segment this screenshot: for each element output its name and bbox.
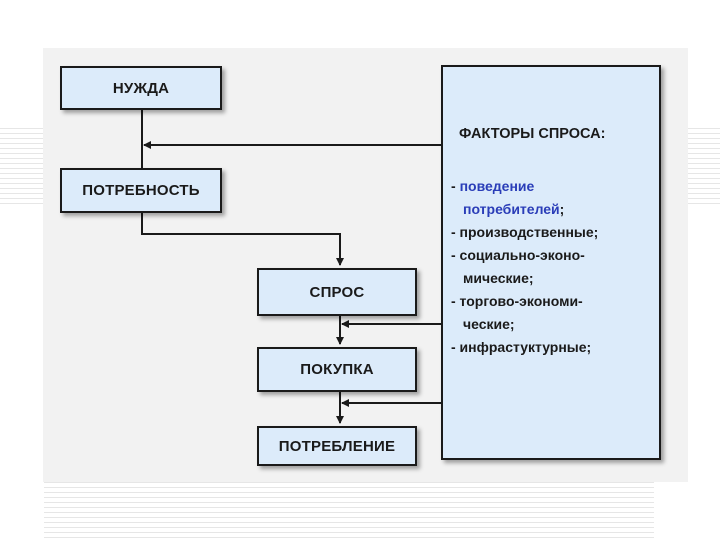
factor-item: - инфрастуктурные; <box>451 339 592 355</box>
factors-list: - поведение потребителей; - производстве… <box>451 175 598 359</box>
factors-title: ФАКТОРЫ СПРОСА: <box>459 126 606 142</box>
factor-highlight: поведение <box>459 178 535 194</box>
edge-want-demand <box>141 213 344 266</box>
node-demand-label: СПРОС <box>309 283 365 301</box>
factor-item-continuation: ческие; <box>463 316 515 332</box>
factor-prefix: - <box>451 178 460 194</box>
factor-suffix: ; <box>559 201 565 217</box>
node-purchase: ПОКУПКА <box>257 347 417 392</box>
factor-item-continuation: потребителей; <box>451 198 598 221</box>
factor-item-continuation: мические; <box>463 270 534 286</box>
node-purchase-label: ПОКУПКА <box>300 361 374 378</box>
factor-item: - поведение <box>451 175 598 198</box>
background-stripes <box>44 482 654 540</box>
factor-highlight: потребителей <box>463 201 560 217</box>
node-want: ПОТРЕБНОСТЬ <box>60 168 222 213</box>
factor-item: - социально-эконо- <box>451 247 585 263</box>
node-want-label: ПОТРЕБНОСТЬ <box>82 182 200 199</box>
factor-item: - торгово-экономи- <box>451 293 583 309</box>
node-demand-factors: ФАКТОРЫ СПРОСА: - поведение потребителей… <box>441 65 661 460</box>
factor-item: - производственные; <box>451 224 599 240</box>
background-stripes <box>0 128 44 208</box>
node-need-label: НУЖДА <box>112 79 170 97</box>
background-stripes <box>688 128 720 208</box>
node-consumption: ПОТРЕБЛЕНИЕ <box>257 426 417 466</box>
node-need: НУЖДА <box>60 66 222 110</box>
node-demand: СПРОС <box>257 268 417 316</box>
node-consumption-label: ПОТРЕБЛЕНИЕ <box>278 437 396 455</box>
